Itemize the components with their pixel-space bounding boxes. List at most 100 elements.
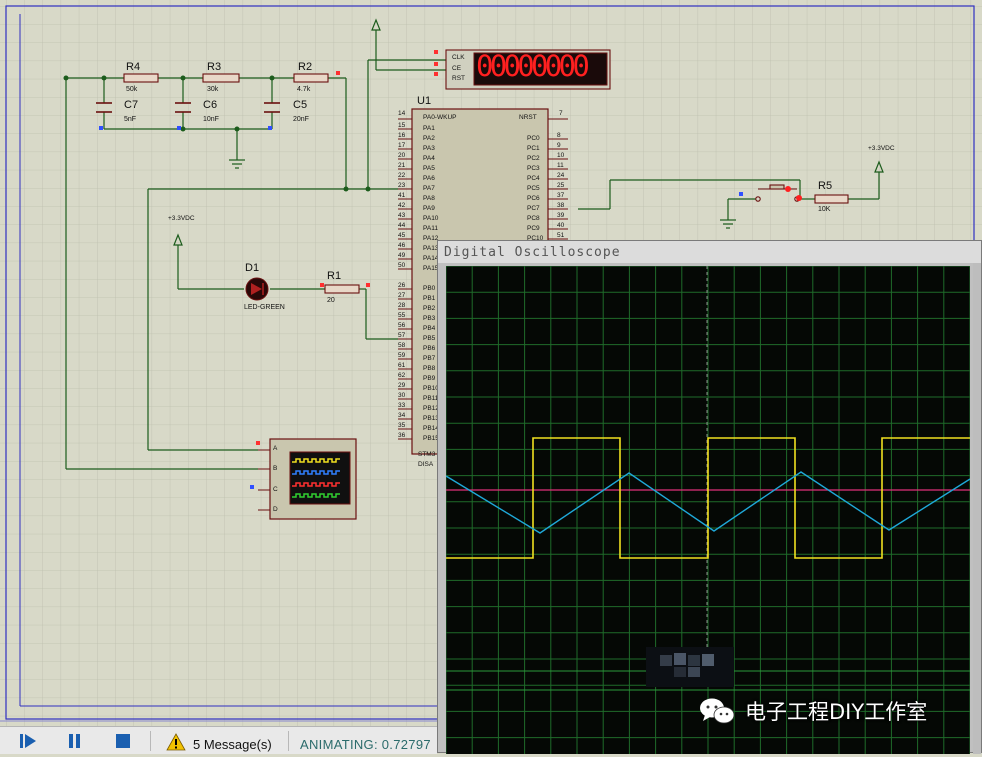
r3-ref: R3 xyxy=(207,61,222,73)
scope-channel-b: B xyxy=(273,465,278,472)
mcu-pin-name: PB8 xyxy=(423,365,436,372)
mcu-pin-name: PC7 xyxy=(527,205,540,212)
mcu-pin-name: PA11 xyxy=(423,225,438,232)
mcu-pin-name: PB5 xyxy=(423,335,436,342)
r1-value: 20 xyxy=(327,297,335,304)
r2-value: 4.7k xyxy=(297,86,311,93)
mcu-pin-number: 57 xyxy=(398,332,406,339)
mcu-pin-name: PA7 xyxy=(423,185,435,192)
mcu-pin-name: PB11 xyxy=(423,395,439,402)
display-pin-rst: RST xyxy=(452,75,465,82)
mcu-pin-number: 62 xyxy=(398,372,406,379)
mcu-pin-number: 27 xyxy=(398,292,406,299)
display-pin-clk: CLK xyxy=(452,54,465,61)
mcu-footer-line1: STM3 xyxy=(418,451,436,458)
mcu-pin-name: PA4 xyxy=(423,155,435,162)
mcu-pin-number: 26 xyxy=(398,282,406,289)
mcu-pin-number: 43 xyxy=(398,212,406,219)
mcu-pin-number: 16 xyxy=(398,132,406,139)
c7-ref: C7 xyxy=(124,99,139,111)
r2-ref: R2 xyxy=(298,61,313,73)
mcu-pin-pa0-name: PA0-WKUP xyxy=(423,114,457,121)
oscilloscope-window[interactable]: Digital Oscilloscope xyxy=(437,240,982,754)
mcu-pin-name: PC5 xyxy=(527,185,540,192)
mcu-pin-number: 24 xyxy=(557,172,565,179)
c6-ref: C6 xyxy=(203,99,218,111)
mcu-pin-number: 29 xyxy=(398,382,406,389)
warning-icon[interactable] xyxy=(166,733,186,751)
mcu-pin-name: PA3 xyxy=(423,145,435,152)
mcu-pin-number: 22 xyxy=(398,172,406,179)
mcu-pin-number: 46 xyxy=(398,242,406,249)
mcu-pin-number: 55 xyxy=(398,312,406,319)
mcu-pin-name: PC1 xyxy=(527,145,540,152)
mcu-pin-name: PC0 xyxy=(527,135,540,142)
mcu-pin-number: 44 xyxy=(398,222,406,229)
mcu-pin-number: 41 xyxy=(398,192,406,199)
mcu-pin-name: PC6 xyxy=(527,195,540,202)
mcu-pin-number: 20 xyxy=(398,152,406,159)
watermark-text: 电子工程DIY工作室 xyxy=(745,700,928,724)
mcu-pin-name: PB4 xyxy=(423,325,436,332)
play-icon xyxy=(20,734,36,748)
mcu-pin-name: PA6 xyxy=(423,175,435,182)
mcu-pin-number: 49 xyxy=(398,252,406,259)
mcu-pin-14-num: 14 xyxy=(398,110,406,117)
mcu-pin-number: 38 xyxy=(557,202,565,209)
mcu-pin-number: 35 xyxy=(398,422,406,429)
mcu-pin-number: 40 xyxy=(557,222,565,229)
mcu-pin-name: PA1 xyxy=(423,125,435,132)
mcu-pin-number: 36 xyxy=(398,432,406,439)
mcu-pin-number: 39 xyxy=(557,212,565,219)
mcu-pin-number: 11 xyxy=(557,162,564,169)
mcu-pin-name: PB14 xyxy=(423,425,439,432)
play-button[interactable] xyxy=(17,730,39,752)
c5-ref: C5 xyxy=(293,99,308,111)
mcu-pin-number: 9 xyxy=(557,142,561,149)
c7-value: 5nF xyxy=(124,116,137,123)
status-divider-2 xyxy=(288,731,289,751)
seven-segment-digits: 00000000 xyxy=(476,49,590,83)
messages-count[interactable]: 5 Message(s) xyxy=(193,737,272,752)
mcu-pin-name: PC3 xyxy=(527,165,540,172)
stop-button[interactable] xyxy=(112,730,134,752)
mcu-pin-name: PA9 xyxy=(423,205,435,212)
c6-value: 10nF xyxy=(203,116,219,123)
mcu-pin-number: 50 xyxy=(398,262,406,269)
mcu-pin-nrst-name: NRST xyxy=(519,114,537,121)
mcu-pin-number: 51 xyxy=(557,232,565,239)
mcu-pin-number: 23 xyxy=(398,182,406,189)
mcu-pin-name: PB15 xyxy=(423,435,439,442)
mcu-pin-number: 15 xyxy=(398,122,406,129)
pause-icon xyxy=(69,734,80,748)
oscilloscope-screen[interactable] xyxy=(446,266,970,754)
watermark: 电子工程DIY工作室 xyxy=(697,694,927,728)
status-divider xyxy=(150,731,151,751)
mcu-pin-number: 8 xyxy=(557,132,561,139)
mcu-pin-name: PC8 xyxy=(527,215,540,222)
mcu-pin-name: PA8 xyxy=(423,195,435,202)
mcu-pin-number: 61 xyxy=(398,362,406,369)
wechat-icon xyxy=(700,698,735,724)
r3-value: 30k xyxy=(207,86,219,93)
d1-ref: D1 xyxy=(245,262,260,274)
mcu-pin-number: 56 xyxy=(398,322,406,329)
mcu-pin-name: PB3 xyxy=(423,315,436,322)
mcu-pin-name: PB7 xyxy=(423,355,436,362)
mcu-pin-number: 25 xyxy=(557,182,565,189)
mcu-pin-name: PA13 xyxy=(423,245,439,252)
pause-button[interactable] xyxy=(64,730,86,752)
r5-value: 10K xyxy=(818,206,831,213)
status-bar: 5 Message(s) ANIMATING: 0.72797 xyxy=(0,726,437,754)
mcu-pin-name: PA5 xyxy=(423,165,435,172)
r4-value: 50k xyxy=(126,86,138,93)
mcu-pin-name: PB13 xyxy=(423,415,439,422)
d1-value: LED-GREEN xyxy=(244,304,285,311)
r5-ref: R5 xyxy=(818,180,833,192)
mcu-pin-number: 10 xyxy=(557,152,565,159)
power-label-right: +3.3VDC xyxy=(868,145,895,152)
mcu-pin-name: PB1 xyxy=(423,295,436,302)
mcu-pin-number: 59 xyxy=(398,352,406,359)
mcu-pin-name: PB10 xyxy=(423,385,439,392)
oscilloscope-titlebar[interactable]: Digital Oscilloscope xyxy=(438,241,981,263)
